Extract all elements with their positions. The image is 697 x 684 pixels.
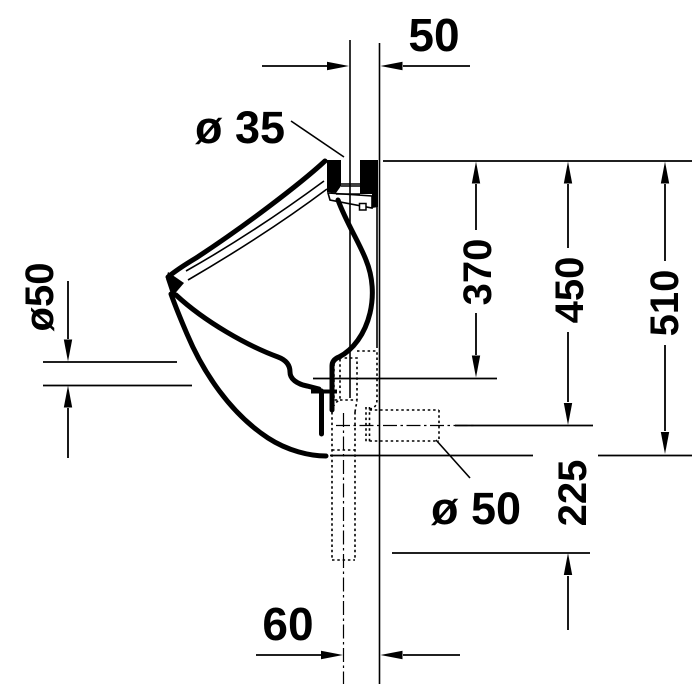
dim-label-225: 225 — [551, 460, 595, 527]
dimension-510: 510 — [330, 161, 692, 457]
dimension-370: 370 — [313, 161, 500, 380]
vertical-waste-pipe — [331, 412, 356, 560]
dim-label-50-top: 50 — [408, 9, 459, 61]
arrowhead-right — [327, 61, 349, 71]
dim-label-inlet: ø 35 — [195, 102, 285, 153]
dim-label-450: 450 — [548, 257, 592, 324]
dimension-top-offset: 50 — [262, 9, 470, 71]
arrowhead-up — [63, 385, 73, 408]
horizontal-waste-pipe — [369, 409, 440, 442]
dimension-bottom-offset: 60 — [256, 598, 460, 660]
horizontal-pipe-rings — [365, 407, 371, 444]
dimension-450: 450 — [455, 161, 593, 427]
outer-bottom-curve — [168, 291, 329, 459]
label-inlet-diameter: ø 35 — [195, 102, 345, 158]
dim-label-60-bottom: 60 — [262, 598, 313, 650]
dim-label-pipe-diameter: ø 50 — [431, 483, 521, 534]
dim-label-outlet-diameter: ø50 — [18, 263, 62, 332]
hidden-waste-fitting — [331, 350, 440, 561]
basin-inner-curve — [173, 292, 322, 392]
outer-front-curve — [165, 158, 328, 280]
leader-line — [435, 439, 471, 479]
dimension-225: 225 — [392, 460, 595, 630]
arrowhead-up — [563, 161, 573, 184]
arrowhead-down — [563, 403, 573, 425]
dimension-outlet-spigot: ø50 — [18, 263, 192, 458]
arrowhead-left — [380, 650, 403, 660]
arrowhead-left — [380, 61, 403, 71]
urinal-body — [165, 158, 378, 459]
arrowhead-up — [563, 553, 573, 575]
rim-section-right-bar — [360, 160, 378, 208]
dim-label-370: 370 — [456, 239, 500, 306]
elbow-body — [357, 350, 378, 410]
extension-lines — [43, 361, 192, 387]
label-waste-pipe-diameter: ø 50 — [431, 439, 521, 534]
rim-inner-line-2 — [187, 188, 328, 281]
arrowhead-down — [63, 339, 73, 362]
dim-label-510: 510 — [643, 270, 687, 337]
rim-underside-trapezoid — [326, 192, 373, 209]
arrowhead-down — [471, 355, 481, 378]
arrowhead-right — [321, 650, 343, 660]
rim-detail-square — [358, 202, 367, 211]
arrowhead-up — [471, 161, 481, 184]
reference-lines — [336, 40, 474, 684]
arrowhead-up — [660, 161, 670, 184]
outlet-socket — [333, 357, 358, 401]
elbow-bend-arcs — [331, 399, 358, 413]
leader-line — [290, 120, 345, 158]
rim-inner-line-1 — [185, 180, 325, 272]
rim-section-left-bar — [327, 160, 341, 193]
front-tip-beak — [166, 272, 184, 297]
arrowhead-down — [660, 432, 670, 454]
